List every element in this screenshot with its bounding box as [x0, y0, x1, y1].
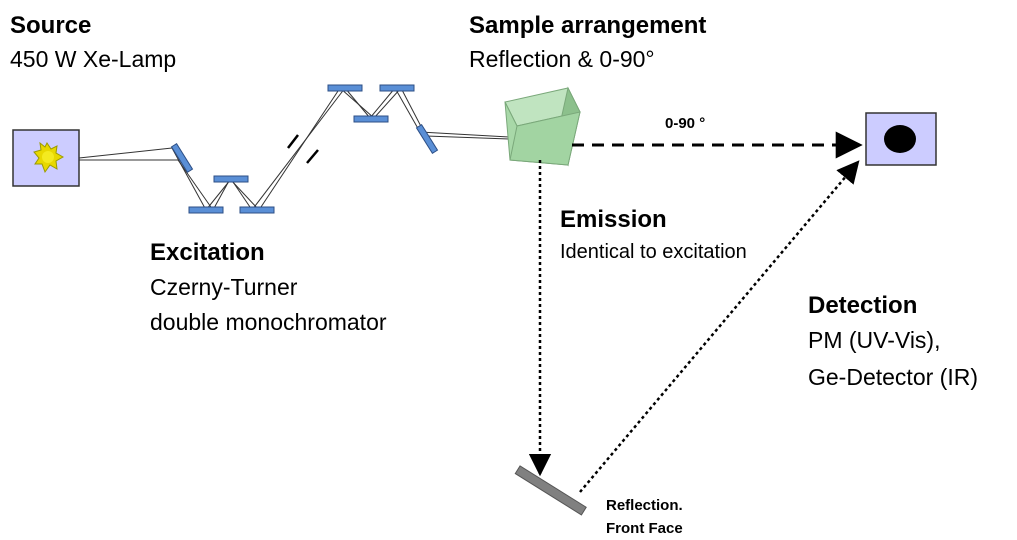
source-title: Source: [10, 12, 92, 39]
mirror-5: [327, 84, 363, 92]
detection-line1: PM (UV-Vis),: [808, 327, 941, 353]
excitation-title: Excitation: [150, 239, 265, 266]
mirror-2: [188, 206, 224, 214]
excitation-line1: Czerny-Turner: [150, 274, 298, 300]
mirror-3: [213, 175, 249, 183]
angle-label: 0-90 °: [665, 115, 706, 132]
emission-title: Emission: [560, 206, 667, 233]
mirror-7: [379, 84, 415, 92]
monochromator-mirrors: [170, 84, 439, 214]
slit: [287, 134, 319, 164]
lamp-icon: [33, 141, 65, 174]
detector-dot-icon: [884, 125, 916, 153]
beam-paths: [78, 87, 511, 211]
emission-subtitle: Identical to excitation: [560, 241, 747, 263]
sample-cube: [504, 86, 581, 167]
detection-line2: Ge-Detector (IR): [808, 364, 978, 390]
detection-title: Detection: [808, 292, 918, 319]
source-subtitle: 450 W Xe-Lamp: [10, 46, 177, 72]
sample-subtitle: Reflection & 0-90°: [469, 46, 655, 72]
reflector-label-line2: Front Face: [606, 520, 683, 537]
reflector-label-line1: Reflection.: [606, 497, 683, 514]
mirror-6: [353, 115, 389, 123]
excitation-line2: double monochromator: [150, 309, 387, 335]
front-face-reflector: [514, 465, 587, 516]
sample-title: Sample arrangement: [469, 12, 707, 39]
mirror-1: [170, 143, 194, 173]
mirror-8: [415, 124, 439, 154]
mirror-4: [239, 206, 275, 214]
